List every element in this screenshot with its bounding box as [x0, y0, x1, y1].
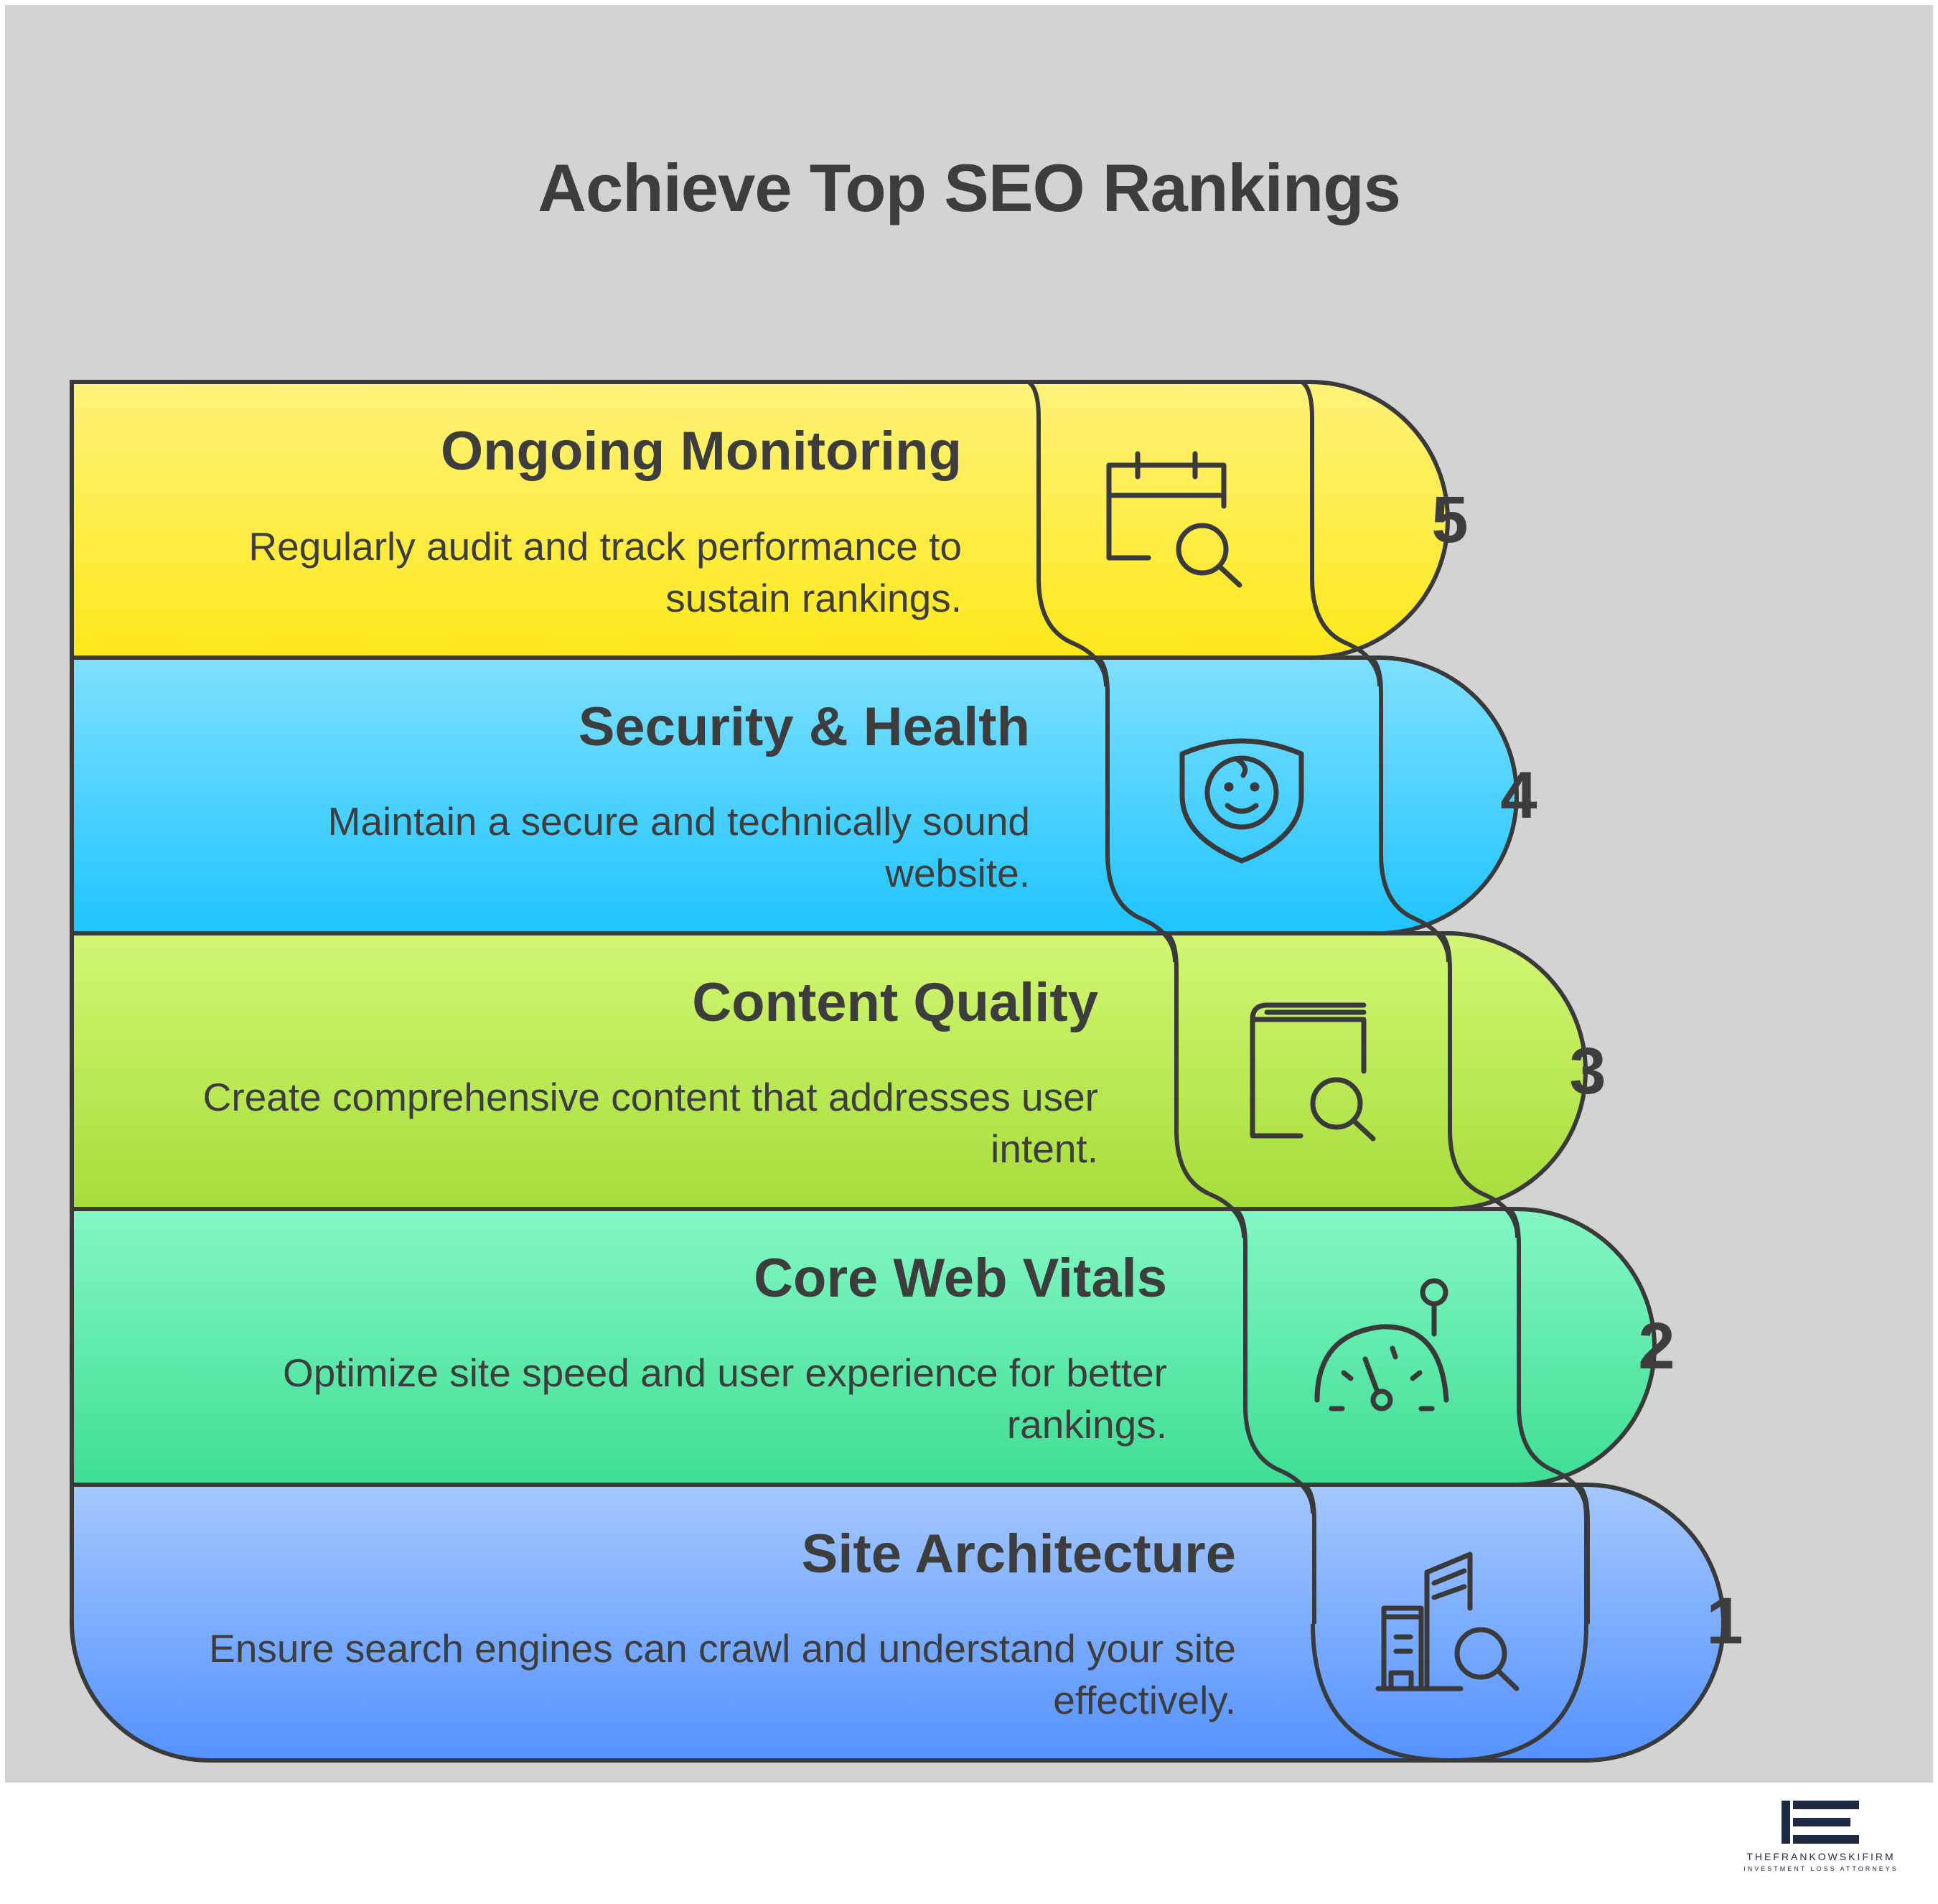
step-3-divider-1 — [1165, 931, 1246, 1238]
page-title: Achieve Top SEO Rankings — [538, 150, 1401, 225]
step-2-band — [70, 1207, 1657, 1487]
step-4-description: Maintain a secure and technically sound … — [327, 799, 1030, 895]
step-4-number: 4 — [1500, 759, 1537, 832]
step-2-divider-1 — [1234, 1207, 1315, 1514]
step-2-description: Optimize site speed and user experience … — [282, 1350, 1167, 1447]
step-5-title: Ongoing Monitoring — [440, 421, 962, 482]
step-2-title: Core Web Vitals — [754, 1248, 1167, 1309]
logo-tagline: INVESTMENT LOSS ATTORNEYS — [1743, 1865, 1899, 1872]
step-4-divider-1 — [1096, 655, 1177, 963]
step-1-title: Site Architecture — [801, 1523, 1236, 1585]
step-3-band — [70, 931, 1588, 1211]
step-1-number: 1 — [1706, 1585, 1743, 1658]
step-4-title: Security & Health — [578, 696, 1030, 757]
frankowski-logo — [1782, 1801, 1859, 1844]
step-5-description: Regularly audit and track performance to… — [248, 524, 962, 620]
step-5-divider-1 — [1027, 380, 1108, 687]
step-1-divider-1 — [1303, 1483, 1316, 1624]
step-3-divider-2 — [1438, 931, 1520, 1238]
speedometer-icon — [1314, 1278, 1449, 1411]
shield-face-icon — [1179, 738, 1304, 864]
step-3-description: Create comprehensive content that addres… — [202, 1075, 1098, 1171]
step-3-title: Content Quality — [692, 972, 1098, 1033]
step-1-icon-cap — [1311, 1483, 1588, 1763]
calendar-search-icon — [1106, 451, 1242, 588]
step-4-band — [70, 655, 1519, 935]
buildings-search-icon — [1375, 1551, 1520, 1691]
step-5-number: 5 — [1431, 483, 1469, 556]
step-5-band — [70, 380, 1450, 660]
step-4-divider-2 — [1370, 655, 1451, 963]
step-5-divider-2 — [1301, 380, 1382, 687]
step-1-band — [70, 1483, 1726, 1763]
logo-wordmark: THEFRANKOWSKIFIRM — [1746, 1851, 1896, 1862]
book-search-icon — [1250, 1002, 1376, 1142]
step-3-number: 3 — [1569, 1035, 1606, 1108]
step-1-description: Ensure search engines can crawl and unde… — [209, 1626, 1236, 1722]
step-2-number: 2 — [1638, 1310, 1675, 1383]
